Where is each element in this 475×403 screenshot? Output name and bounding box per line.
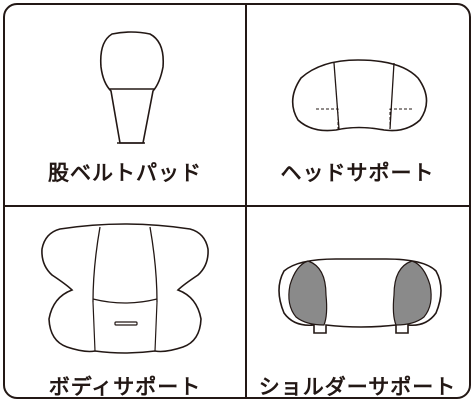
parts-grid: 股ベルトパッド ヘッドサポート ボディサポート [3, 3, 471, 399]
cell-head-support: ヘッドサポート [246, 5, 469, 205]
cell-crotch-belt-pad: 股ベルトパッド [5, 5, 245, 205]
label-head-support: ヘッドサポート [280, 161, 435, 185]
divider-horizontal [5, 205, 469, 207]
shoulder-support-icon [278, 258, 442, 334]
cell-body-support: ボディサポート [5, 207, 245, 397]
cell-shoulder-support: ショルダーサポート [246, 207, 469, 397]
crotch-belt-pad-icon [99, 31, 165, 144]
body-support-icon [41, 223, 209, 354]
divider-vertical [245, 5, 247, 397]
label-shoulder-support: ショルダーサポート [258, 375, 457, 399]
label-crotch-belt-pad: 股ベルトパッド [48, 161, 202, 185]
label-body-support: ボディサポート [48, 375, 202, 399]
head-support-icon [291, 59, 428, 132]
